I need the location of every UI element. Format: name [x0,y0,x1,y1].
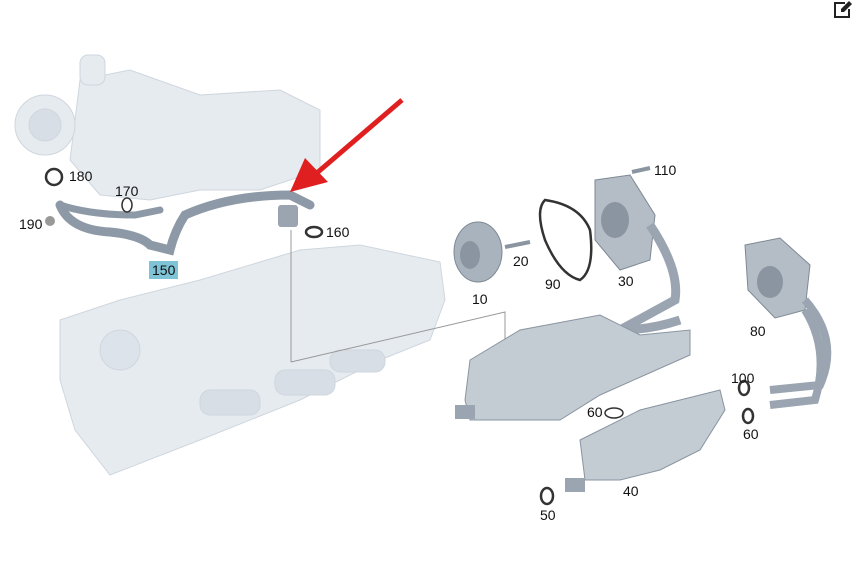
o-rings [44,167,755,506]
pipe-connector [278,205,298,227]
part-label-160[interactable]: 160 [326,224,350,240]
pulley-10 [453,221,503,283]
part-label-170[interactable]: 170 [115,183,139,199]
part-label-100[interactable]: 100 [731,370,755,386]
part-label-150[interactable]: 150 [149,261,179,279]
part-label-80[interactable]: 80 [750,323,766,339]
bolt-110 [631,166,651,174]
part-label-50[interactable]: 50 [540,507,556,523]
coolant-pipe-150 [55,190,315,256]
coolant-housing-40 [565,389,726,492]
part-label-110[interactable]: 110 [654,162,677,178]
part-label-30[interactable]: 30 [618,273,634,289]
part-label-60[interactable]: 60 [587,404,603,420]
part-label-40[interactable]: 40 [623,483,639,499]
water-pump-80 [744,237,832,409]
part-label-10[interactable]: 10 [472,291,488,307]
bolt-20 [504,240,531,249]
part-label-20[interactable]: 20 [513,253,529,269]
coolant-housing-upper [455,314,691,421]
turbocharger [14,54,321,201]
part-label-60-second[interactable]: 60 [743,426,759,442]
gasket-90 [538,198,593,282]
part-label-90[interactable]: 90 [545,276,561,292]
red-arrow-pointer [290,98,404,192]
part-label-180[interactable]: 180 [69,168,93,184]
bolt-190 [45,216,55,226]
part-label-190[interactable]: 190 [19,216,43,232]
water-pump-30 [594,174,682,335]
cylinder-head [59,244,446,476]
edit-icon[interactable] [832,0,854,20]
leader-lines [290,230,506,363]
